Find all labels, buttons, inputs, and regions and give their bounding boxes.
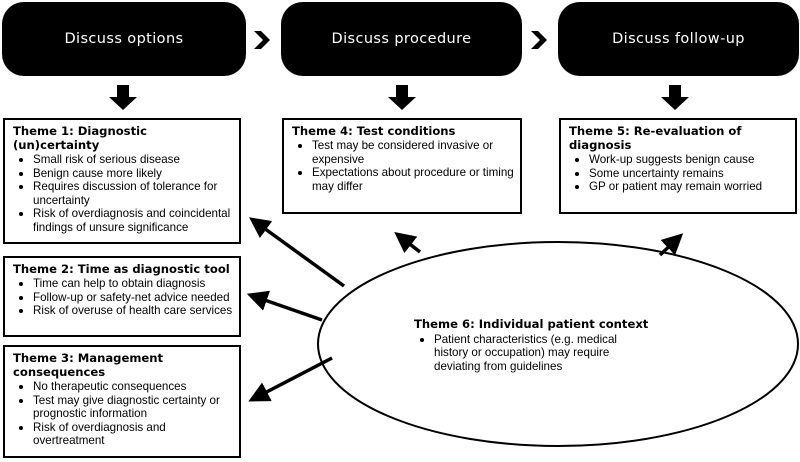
arrow-to-theme-3 bbox=[248, 356, 333, 402]
arrow-to-theme-2 bbox=[246, 290, 323, 322]
list-item: Risk of overdiagnosis and overtreatment bbox=[13, 421, 233, 448]
arrow-to-theme-4 bbox=[394, 231, 422, 254]
step-label: Discuss options bbox=[64, 31, 184, 47]
step-label: Discuss follow-up bbox=[612, 31, 745, 47]
down-arrow-icon bbox=[109, 85, 137, 110]
theme-2-title: Theme 2: Time as diagnostic tool bbox=[13, 262, 230, 276]
list-item: Test may give diagnostic certainty or pr… bbox=[13, 394, 233, 421]
list-item: Benign cause more likely bbox=[13, 167, 233, 181]
chevron-right-icon bbox=[254, 31, 270, 49]
list-item: Risk of overuse of health care services bbox=[13, 304, 233, 318]
list-item: Small risk of serious disease bbox=[13, 153, 233, 167]
theme-1-box: Theme 1: Diagnostic (un)certainty Small … bbox=[3, 118, 241, 244]
theme-5-box: Theme 5: Re-evaluation of diagnosis Work… bbox=[559, 118, 797, 214]
arrow-to-theme-5 bbox=[658, 233, 684, 257]
theme-3-title: Theme 3: Management consequences bbox=[13, 351, 164, 379]
list-item: GP or patient may remain worried bbox=[569, 180, 789, 194]
list-item: No therapeutic consequences bbox=[13, 380, 233, 394]
step-discuss-options: Discuss options bbox=[2, 2, 246, 76]
theme-3-box: Theme 3: Management consequences No ther… bbox=[3, 345, 241, 458]
down-arrow-icon bbox=[661, 85, 689, 110]
theme-5-title: Theme 5: Re-evaluation of diagnosis bbox=[569, 124, 742, 152]
list-item: Test may be considered invasive or expen… bbox=[292, 139, 514, 166]
down-arrow-icon bbox=[388, 85, 416, 110]
list-item: Risk of overdiagnosis and coincidental f… bbox=[13, 207, 233, 234]
arrow-to-theme-1 bbox=[249, 217, 346, 288]
list-item: Work-up suggests benign cause bbox=[569, 153, 789, 167]
theme-4-box: Theme 4: Test conditions Test may be con… bbox=[282, 118, 522, 214]
theme-6-ellipse bbox=[317, 241, 799, 447]
theme-1-title: Theme 1: Diagnostic (un)certainty bbox=[13, 124, 147, 152]
list-item: Expectations about procedure or timing m… bbox=[292, 166, 514, 193]
list-item: Time can help to obtain diagnosis bbox=[13, 277, 233, 291]
step-discuss-follow-up: Discuss follow-up bbox=[558, 2, 799, 76]
step-discuss-procedure: Discuss procedure bbox=[281, 2, 522, 76]
list-item: Requires discussion of tolerance for unc… bbox=[13, 180, 233, 207]
theme-2-box: Theme 2: Time as diagnostic tool Time ca… bbox=[3, 256, 241, 337]
theme-6-content: Theme 6: Individual patient context Pati… bbox=[414, 317, 726, 374]
chevron-right-icon bbox=[531, 31, 547, 49]
theme-4-title: Theme 4: Test conditions bbox=[292, 124, 456, 138]
step-label: Discuss procedure bbox=[331, 31, 472, 47]
list-item: Follow-up or safety-net advice needed bbox=[13, 291, 233, 305]
list-item: Patient characteristics (e.g. medical hi… bbox=[414, 333, 726, 374]
theme-6-title: Theme 6: Individual patient context bbox=[414, 317, 649, 331]
list-item: Some uncertainty remains bbox=[569, 167, 789, 181]
